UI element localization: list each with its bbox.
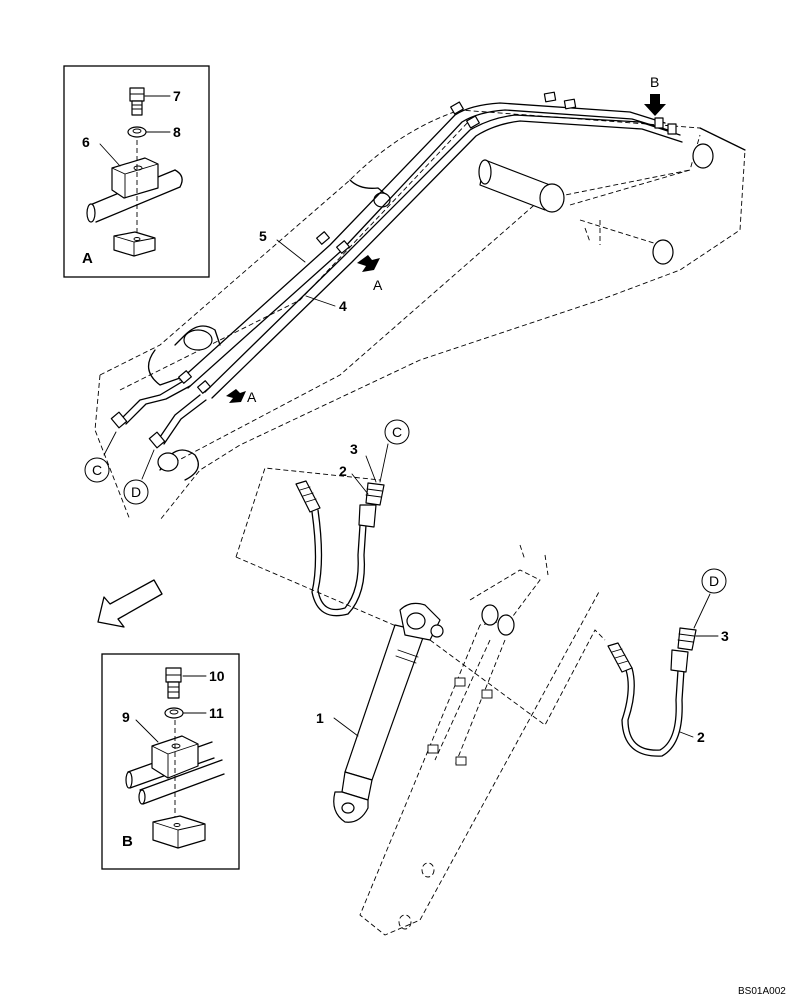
detail-box-b-label: B <box>122 833 133 850</box>
marker-d-boom-label: D <box>131 484 141 500</box>
marker-c-hose-label: C <box>392 424 402 440</box>
callout-2-lower: 2 <box>697 729 705 745</box>
block-b <box>152 815 206 849</box>
clamp-a <box>86 157 183 223</box>
detail-box-a-frame <box>63 65 210 278</box>
callout-11: 11 <box>209 705 224 721</box>
detail-view-a: 7 8 6 A <box>63 65 210 278</box>
marker-c-boom: C <box>84 431 117 483</box>
callout-1: 1 <box>316 710 324 726</box>
hose-upper <box>295 480 385 617</box>
marker-d-hose: D <box>693 568 727 629</box>
detail-view-b: 10 11 9 B <box>101 653 240 870</box>
callout-6: 6 <box>82 134 90 150</box>
hose-connection-leaders <box>235 467 606 726</box>
callout-2-upper: 2 <box>339 463 347 479</box>
bolt-b <box>165 667 182 699</box>
callout-3-upper: 3 <box>350 441 358 457</box>
marker-d-hose-label: D <box>709 573 719 589</box>
callout-10: 10 <box>209 668 225 684</box>
arm-outline <box>359 544 601 936</box>
arm-cylinder <box>333 602 444 823</box>
callout-5: 5 <box>259 228 267 244</box>
callout-8: 8 <box>173 124 181 140</box>
washer-a <box>127 126 147 138</box>
view-arrow-b-label: B <box>650 74 659 90</box>
boom-hydraulic-lines <box>110 91 683 449</box>
washer-b <box>164 707 184 719</box>
drawing-code: BS01A002 <box>738 986 786 997</box>
callout-9: 9 <box>122 709 130 725</box>
view-arrow-a-upper-label: A <box>373 277 383 293</box>
marker-d-boom: D <box>123 449 155 505</box>
marker-c-boom-label: C <box>92 462 102 478</box>
block-a <box>113 231 156 257</box>
view-arrow-a-lower: A <box>226 389 257 405</box>
callout-3-lower: 3 <box>721 628 729 644</box>
callout-4: 4 <box>339 298 347 314</box>
view-arrow-a-upper: A <box>357 255 383 293</box>
view-arrow-b: B <box>644 74 666 116</box>
detail-box-a-label: A <box>82 250 93 267</box>
boom-structure <box>148 127 746 481</box>
view-arrow-a-lower-label: A <box>247 389 257 405</box>
hose-lower <box>607 627 697 757</box>
marker-c-hose: C <box>379 419 410 483</box>
bolt-a <box>129 87 145 116</box>
detail-box-b-frame <box>101 653 240 870</box>
front-direction-arrow <box>97 579 163 628</box>
callout-7: 7 <box>173 88 181 104</box>
boom-outline <box>94 109 746 521</box>
